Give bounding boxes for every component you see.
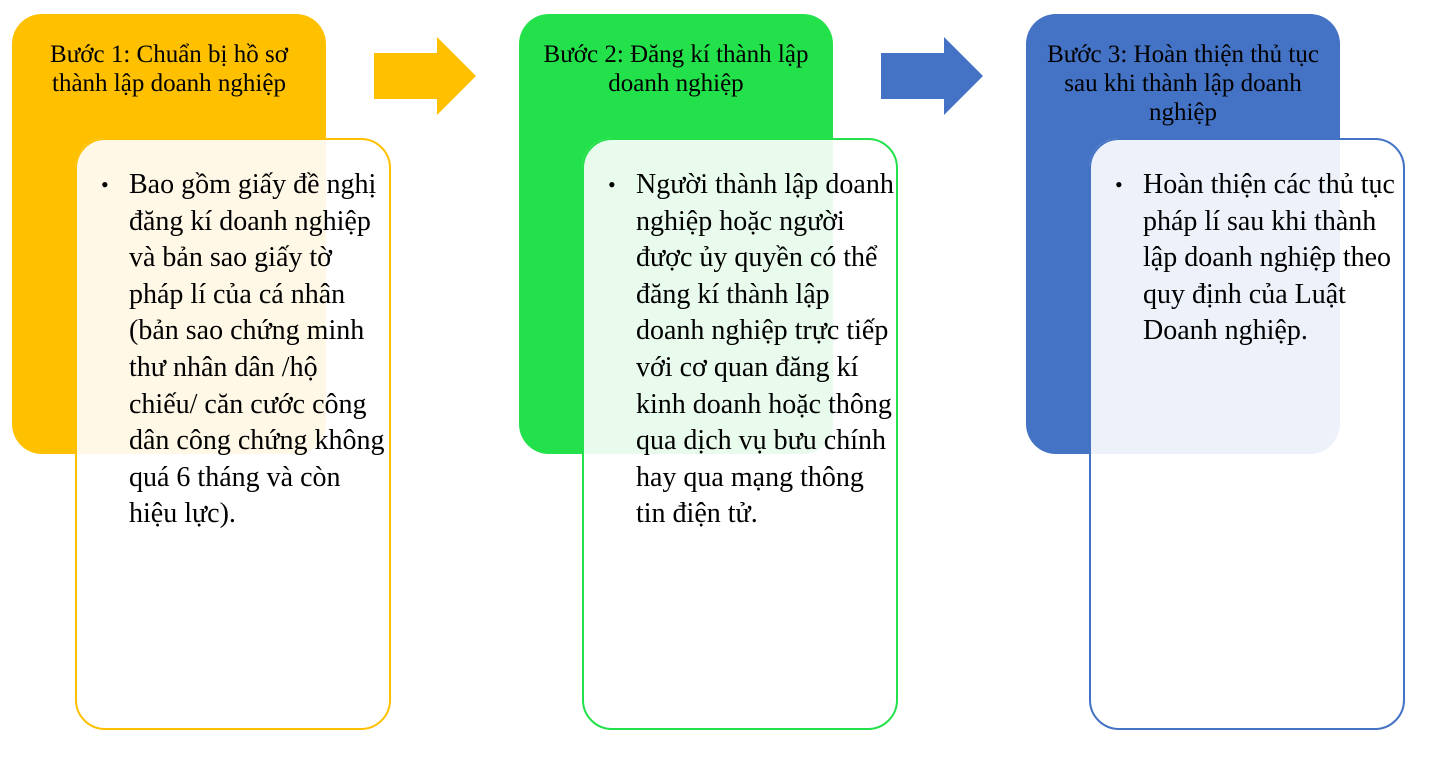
step-3-title: Bước 3: Hoàn thiện thủ tục sau khi thành…	[1047, 41, 1319, 126]
arrow-2-shape	[881, 37, 983, 115]
step-1-detail-list: • Bao gồm giấy đề nghị đăng kí doanh ngh…	[75, 167, 391, 533]
step-2-detail-overlap	[582, 138, 833, 454]
list-item: • Người thành lập doanh nghiệp hoặc ngườ…	[582, 167, 898, 533]
step-3-detail-text: Hoàn thiện các thủ tục pháp lí sau khi t…	[1143, 169, 1395, 347]
bullet-icon: •	[608, 172, 616, 197]
arrow-right-icon	[374, 37, 476, 115]
list-item: • Hoàn thiện các thủ tục pháp lí sau khi…	[1089, 167, 1405, 350]
step-3-detail-overlap	[1089, 138, 1340, 454]
step-2-detail-list: • Người thành lập doanh nghiệp hoặc ngườ…	[582, 167, 898, 533]
step-2-detail-box	[582, 138, 898, 730]
step-2-detail-text: Người thành lập doanh nghiệp hoặc người …	[636, 169, 894, 530]
step-1-detail-text: Bao gồm giấy đề nghị đăng kí doanh nghiệ…	[129, 169, 385, 530]
arrow-1-shape	[374, 37, 476, 115]
step-1-title: Bước 1: Chuẩn bị hồ sơ thành lập doanh n…	[50, 41, 288, 97]
step-1-detail-box	[75, 138, 391, 730]
step-3-detail-list: • Hoàn thiện các thủ tục pháp lí sau khi…	[1089, 167, 1405, 350]
step-3-detail-box	[1089, 138, 1405, 730]
step-1-detail-overlap	[75, 138, 326, 454]
list-item: • Bao gồm giấy đề nghị đăng kí doanh ngh…	[75, 167, 391, 533]
bullet-icon: •	[101, 172, 109, 197]
bullet-icon: •	[1115, 172, 1123, 197]
step-2-title: Bước 2: Đăng kí thành lập doanh nghiệp	[543, 41, 809, 97]
arrow-right-icon	[881, 37, 983, 115]
